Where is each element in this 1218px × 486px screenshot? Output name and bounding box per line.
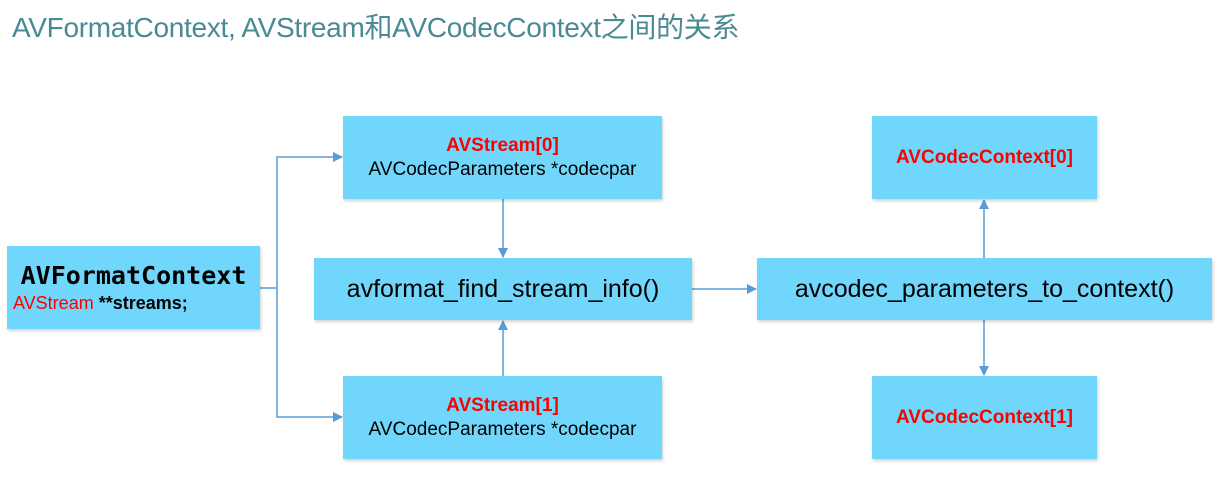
avstream0-codecpar: AVCodecParameters *codecpar (368, 158, 637, 180)
streams-field: AVStream **streams; (7, 291, 188, 315)
avformatcontext-name: AVFormatContext (20, 260, 247, 290)
diagram-title: AVFormatContext, AVStream和AVCodecContext… (12, 12, 740, 43)
avstream1-codecpar: AVCodecParameters *codecpar (368, 418, 637, 440)
codeccontext0-node: AVCodecContext[0] (872, 116, 1097, 199)
codeccontext1-name: AVCodecContext[1] (896, 406, 1073, 428)
edge-format-to-stream0 (276, 152, 343, 288)
avstream1-node: AVStream[1] AVCodecParameters *codecpar (343, 376, 662, 459)
edge-format-to-stream1 (276, 288, 343, 422)
streams-field-type: AVStream (13, 292, 94, 313)
avformatcontext-node: AVFormatContext AVStream **streams; (7, 246, 260, 329)
avstream1-name: AVStream[1] (446, 394, 559, 416)
streams-field-name: **streams; (93, 292, 188, 313)
params-to-context-node: avcodec_parameters_to_context() (757, 258, 1212, 320)
avstream0-node: AVStream[0] AVCodecParameters *codecpar (343, 116, 662, 199)
codeccontext0-name: AVCodecContext[0] (896, 146, 1073, 168)
find-stream-info-node: avformat_find_stream_info() (314, 258, 692, 320)
avstream0-name: AVStream[0] (446, 134, 559, 156)
find-stream-info-label: avformat_find_stream_info() (346, 274, 660, 303)
codeccontext1-node: AVCodecContext[1] (872, 376, 1097, 459)
params-to-context-label: avcodec_parameters_to_context() (794, 274, 1175, 303)
